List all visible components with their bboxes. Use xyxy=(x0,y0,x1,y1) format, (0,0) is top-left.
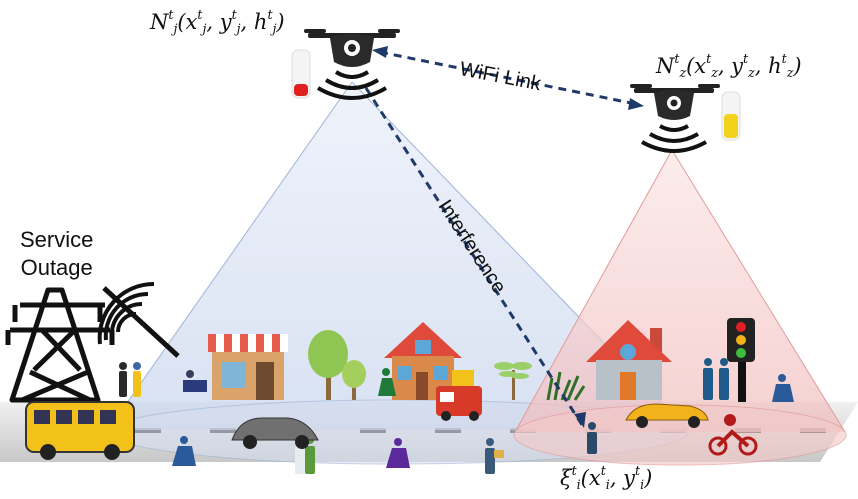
motorbike-icon xyxy=(708,414,758,456)
sports-car-icon xyxy=(625,403,709,428)
school-bus-icon xyxy=(25,401,135,460)
drone-j-icon xyxy=(304,29,400,100)
interference-arrowhead xyxy=(574,412,586,428)
transmission-tower-icon xyxy=(5,287,115,403)
service-outage-line2: Outage xyxy=(20,255,93,280)
wifi-arrowhead-start xyxy=(372,46,388,58)
vintage-car-icon xyxy=(231,417,319,449)
drone-z-icon xyxy=(630,84,720,153)
tree-icon xyxy=(308,330,366,400)
food-truck-icon xyxy=(436,370,482,421)
palm-tree-icon xyxy=(494,362,532,400)
drone-j-label: Ntj(xtj, ytj, htj) xyxy=(150,6,285,36)
wifi-link xyxy=(379,50,637,106)
wifi-arrowhead-end xyxy=(628,98,644,110)
house-icon-right xyxy=(586,320,672,400)
user-i-label: ξti(xti, yti) xyxy=(560,462,653,492)
service-outage-label: Service Outage xyxy=(20,226,93,282)
shop-building-icon xyxy=(208,334,288,400)
no-signal-icon xyxy=(97,281,180,358)
interference-link xyxy=(364,87,586,429)
traffic-light-icon xyxy=(727,318,755,402)
pedestrian-icons xyxy=(119,358,794,474)
battery-mid-icon xyxy=(721,91,741,141)
battery-low-icon xyxy=(291,49,311,99)
service-outage-line1: Service xyxy=(20,227,94,252)
drone-z-label: Ntz(xtz, ytz, htz) xyxy=(656,50,802,80)
